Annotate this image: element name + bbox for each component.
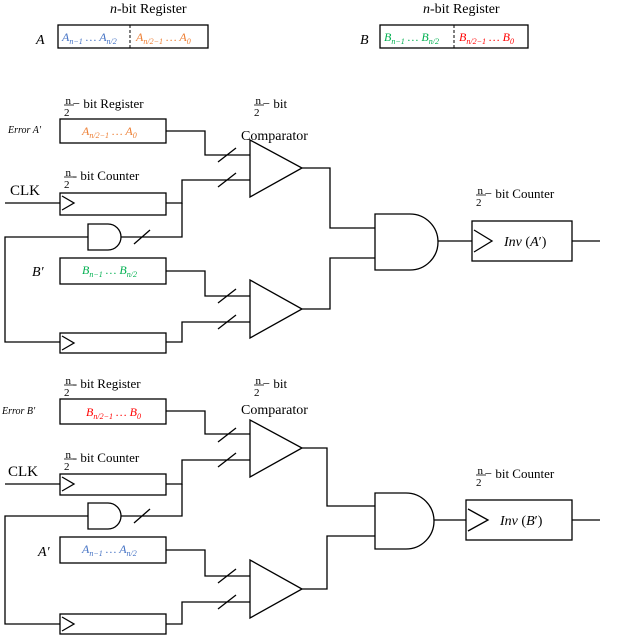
register-a-title: n-bit Register bbox=[110, 2, 187, 17]
stage2-output-counter bbox=[465, 499, 573, 541]
stage1-counter-box bbox=[59, 192, 167, 216]
stage2-comparator-1 bbox=[249, 418, 304, 479]
stage1-register-name: Error A′ bbox=[7, 125, 42, 136]
register-a-name: A bbox=[35, 33, 45, 48]
stage1-output-counter bbox=[471, 220, 573, 262]
stage2-and-gate bbox=[374, 492, 435, 550]
register-a-box bbox=[57, 24, 209, 49]
stage1-clock-symbol bbox=[61, 195, 76, 211]
stage1-second-name: B′ bbox=[32, 265, 45, 280]
register-b-name: B bbox=[360, 33, 369, 48]
stage2-output-content: Inv (B′) bbox=[499, 514, 543, 529]
stage2-comparator-2 bbox=[249, 558, 304, 620]
register-a-block: n-bit Register A An−1 … An/2 An/2−1 … A0 bbox=[35, 2, 209, 49]
stage2-clk-label: CLK bbox=[8, 464, 38, 480]
stage2-second-box bbox=[59, 536, 167, 564]
stage2-comparator-subtitle: Comparator bbox=[241, 403, 308, 418]
stage1-second-box bbox=[59, 257, 167, 285]
stage1-comparator-1 bbox=[249, 138, 304, 199]
stage1-and-gate-small bbox=[87, 223, 122, 251]
register-b-block: n-bit Register B Bn−1 … Bn/2 Bn/2−1 … B0 bbox=[360, 2, 529, 49]
stage1-register-box bbox=[59, 118, 167, 144]
stage2-second-name: A′ bbox=[37, 545, 51, 560]
stage2-counter-2-box bbox=[59, 613, 167, 635]
stage2-counter-box bbox=[59, 473, 167, 496]
stage1-counter-2-box bbox=[59, 332, 167, 354]
stage1-output-content: Inv (A′) bbox=[503, 235, 547, 250]
stage1-and-gate bbox=[374, 213, 439, 271]
stage1-comparator-subtitle: Comparator bbox=[241, 129, 308, 144]
register-b-title: n-bit Register bbox=[423, 2, 500, 17]
stage1-comparator-2 bbox=[249, 278, 304, 340]
stage2-register-box bbox=[59, 398, 167, 425]
stage2-register-name: Error B′ bbox=[1, 406, 36, 417]
stage2-and-gate-small bbox=[87, 502, 122, 530]
stage1-clk-label: CLK bbox=[10, 183, 40, 199]
